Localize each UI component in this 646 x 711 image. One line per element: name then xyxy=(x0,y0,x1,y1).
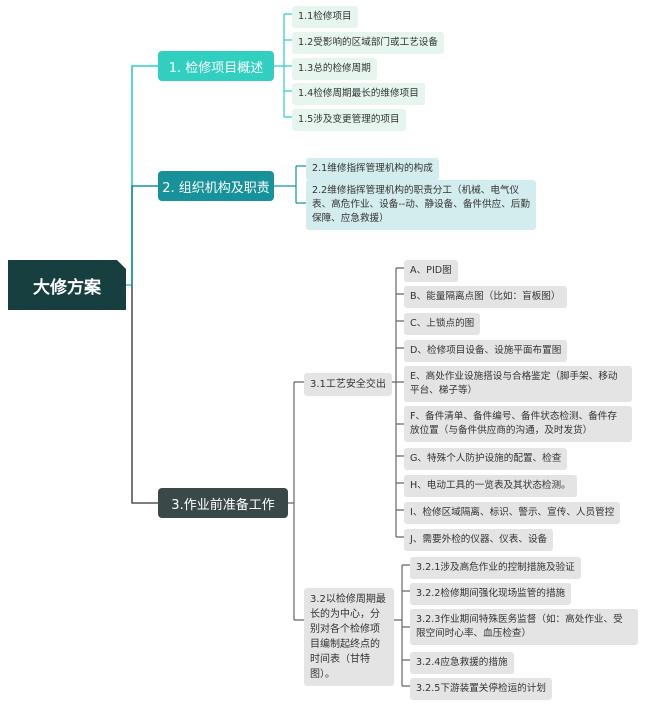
connector-s1-items xyxy=(274,13,292,118)
s3-1-item-i[interactable]: I、检修区域隔离、标识、警示、宣传、人员管控 xyxy=(404,502,621,524)
connector-3-2-items xyxy=(394,564,410,687)
sub-3-2-node[interactable]: 3.2以检修周期最长的为中心，分别对各个检修项目编制起终点的时间表（甘特图）。 xyxy=(304,588,394,686)
root-title: 大修方案 xyxy=(33,277,101,298)
s1-item-5[interactable]: 1.5涉及变更管理的项目 xyxy=(292,109,406,131)
s3-1-item-h[interactable]: H、电动工具的一览表及其状态检测。 xyxy=(404,475,577,497)
section-2-title: 2. 组织机构及职责 xyxy=(162,180,270,196)
section-3-title: 3.作业前准备工作 xyxy=(171,497,275,513)
s3-1-item-e[interactable]: E、高处作业设施搭设与合格鉴定（脚手架、移动平台、梯子等） xyxy=(404,366,632,402)
s3-1-item-c[interactable]: C、上锁点的图 xyxy=(404,313,481,335)
note-fold-icon xyxy=(117,260,126,269)
s3-2-item-4[interactable]: 3.2.4应急救援的措施 xyxy=(410,652,514,674)
connector-s3 xyxy=(131,285,158,504)
section-1-title: 1. 检修项目概述 xyxy=(168,60,264,76)
s3-1-item-f[interactable]: F、备件清单、备件编号、备件状态检测、备件存放位置（与备件供应商的沟通，及时发货… xyxy=(404,406,632,442)
s1-item-1[interactable]: 1.1检修项目 xyxy=(292,6,358,28)
s3-2-item-3[interactable]: 3.2.3作业期间特殊医务监督（如：高处作业、受限空间时心率、血压检查） xyxy=(410,609,638,645)
connector-s1 xyxy=(126,65,158,286)
section-3-node[interactable]: 3.作业前准备工作 xyxy=(158,488,288,518)
connector-s3-subs xyxy=(288,381,304,621)
connector-s2-items xyxy=(274,165,306,204)
s3-2-item-1[interactable]: 3.2.1涉及高危作业的控制措施及验证 xyxy=(410,557,581,579)
s3-1-item-d[interactable]: D、检修项目设备、设施平面布置图 xyxy=(404,340,568,362)
root-node[interactable]: 大修方案 xyxy=(8,260,126,310)
s2-item-2[interactable]: 2.2维修指挥管理机构的职责分工（机械、电气仪表、高危作业、设备--动、静设备、… xyxy=(306,180,536,230)
s2-item-1[interactable]: 2.1维修指挥管理机构的构成 xyxy=(306,158,439,180)
s3-2-item-5[interactable]: 3.2.5下游装置关停检运的计划 xyxy=(410,678,552,700)
s3-1-item-j[interactable]: J、需要外检的仪器、仪表、设备 xyxy=(404,529,554,551)
section-1-node[interactable]: 1. 检修项目概述 xyxy=(158,51,274,81)
connector-s2 xyxy=(131,185,158,285)
s1-item-3[interactable]: 1.3总的检修周期 xyxy=(292,58,377,80)
s1-item-2[interactable]: 1.2受影响的区域部门或工艺设备 xyxy=(292,32,444,54)
section-2-node[interactable]: 2. 组织机构及职责 xyxy=(158,171,274,201)
connector-3-1-items xyxy=(388,267,404,538)
s3-2-item-2[interactable]: 3.2.2检修期间强化现场监管的措施 xyxy=(410,583,572,605)
sub-3-1-node[interactable]: 3.1工艺安全交出 xyxy=(304,373,392,396)
s3-1-item-b[interactable]: B、能量隔离点图（比如：盲板图） xyxy=(404,286,567,308)
s3-1-item-a[interactable]: A、PID图 xyxy=(404,260,458,282)
s3-1-item-g[interactable]: G、特殊个人防护设施的配置、检查 xyxy=(404,448,568,470)
s1-item-4[interactable]: 1.4检修周期最长的维修项目 xyxy=(292,83,425,105)
